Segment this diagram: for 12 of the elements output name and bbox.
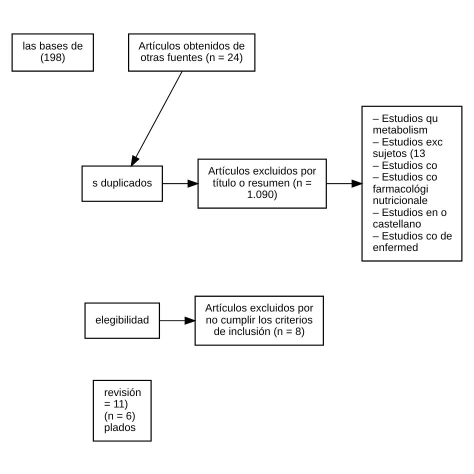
node-box: Artículos excluidos por no cumplir los criterios de inclusión (n = 8) <box>194 295 324 346</box>
arrow <box>158 316 196 324</box>
node-box: las bases de (198) <box>12 32 94 72</box>
node-box: revisión = 11) (n = 6) plados <box>92 379 152 442</box>
node-box: Artículos excluidos por título o resumen (n = 1.090) <box>198 158 327 208</box>
arrow <box>326 179 364 188</box>
node-box: elegibilidad <box>84 302 160 338</box>
arrow <box>162 179 200 188</box>
node-box: Artículos obtenidos de otras fuentes (n = 24) <box>128 32 256 72</box>
node-box: s duplicados <box>82 164 163 202</box>
node-box: – Estudios qu metabolism – Estudios exc sujetos (13 – Estudios co – Estudios co farmacológi nutricionale – Estudios en o castellano – Estudios co de enfermed <box>361 105 462 262</box>
arrow <box>130 70 183 167</box>
